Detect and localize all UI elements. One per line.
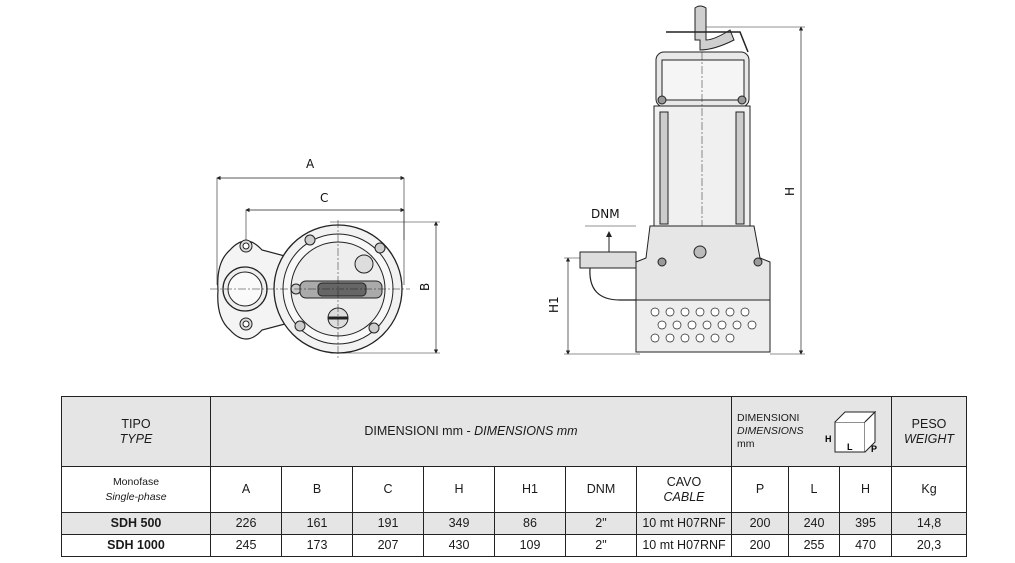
cell-cable: 10 mt H07RNF — [636, 534, 732, 557]
weight-label: PESO — [911, 416, 947, 431]
col-header-c: C — [352, 466, 424, 513]
box-icon-l: L — [847, 442, 853, 452]
cell-dnm: 2" — [565, 534, 637, 557]
cell-box-h: 395 — [838, 512, 893, 535]
technical-drawing: A C B DNM H1 H — [210, 5, 805, 358]
cell-weight: 14,8 — [891, 512, 968, 535]
cell-weight: 20,3 — [891, 534, 968, 557]
cell-p: 200 — [731, 534, 789, 557]
type-label-en: TYPE — [119, 431, 153, 446]
table-row: SDH 500 226 161 191 349 86 2" 10 mt H07R… — [61, 512, 968, 535]
dimensions-title: DIMENSIONI mm - — [364, 424, 475, 438]
cell-a: 226 — [210, 512, 282, 535]
cell-cable: 10 mt H07RNF — [636, 512, 732, 535]
cell-dnm: 2" — [565, 512, 637, 535]
phase-header: Monofase Single-phase — [61, 466, 211, 513]
col-header-h: H — [423, 466, 495, 513]
phase-label: Monofase — [112, 475, 160, 488]
dim-label-dnm: DNM — [591, 207, 620, 221]
col-header-box-h: H — [838, 466, 893, 513]
col-header-kg: Kg — [891, 466, 968, 513]
cell-c: 207 — [352, 534, 424, 557]
phase-label-en: Single-phase — [105, 490, 167, 503]
col-header-l: L — [788, 466, 840, 513]
cable-label: CAVO — [666, 474, 702, 489]
model-name: SDH 500 — [61, 512, 211, 535]
specifications-table: TIPO TYPE DIMENSIONI mm - DIMENSIONS mm … — [61, 396, 968, 557]
cell-p: 200 — [731, 512, 789, 535]
cell-box-h: 470 — [838, 534, 893, 557]
box-icon-p: P — [871, 444, 877, 454]
dim-label-h1: H1 — [547, 296, 561, 313]
box-unit: mm — [737, 438, 755, 450]
dim-label-c: C — [320, 191, 328, 205]
cell-b: 161 — [281, 512, 353, 535]
cell-h1: 109 — [494, 534, 566, 557]
col-header-a: A — [210, 466, 282, 513]
dim-label-a: A — [306, 157, 315, 171]
cable-label-en: CABLE — [663, 489, 705, 504]
dim-label-h: H — [783, 187, 797, 196]
type-label: TIPO — [121, 416, 151, 431]
table-subheader-row: Monofase Single-phase A B C H H1 DNM CAV… — [61, 466, 968, 513]
cell-h1: 86 — [494, 512, 566, 535]
top-view — [210, 175, 440, 358]
dimensions-header: DIMENSIONI mm - DIMENSIONS mm — [210, 396, 732, 467]
box-dimensions-header: DIMENSIONI DIMENSIONS mm H L P — [730, 396, 893, 467]
col-header-p: P — [731, 466, 789, 513]
type-header: TIPO TYPE — [61, 396, 211, 467]
dimensions-title-en: DIMENSIONS mm — [474, 424, 578, 438]
weight-header: PESO WEIGHT — [891, 396, 968, 467]
col-header-b: B — [281, 466, 353, 513]
side-view — [564, 5, 805, 355]
cell-a: 245 — [210, 534, 282, 557]
cell-h: 349 — [423, 512, 495, 535]
box-icon-h: H — [825, 434, 832, 444]
col-header-cable: CAVO CABLE — [636, 466, 732, 513]
table-header-row: TIPO TYPE DIMENSIONI mm - DIMENSIONS mm … — [61, 396, 968, 467]
box-title-en: DIMENSIONS — [737, 425, 804, 437]
box-title: DIMENSIONI — [737, 412, 800, 424]
cell-l: 240 — [788, 512, 840, 535]
box-icon: H L P — [825, 410, 877, 454]
weight-label-en: WEIGHT — [904, 431, 955, 446]
cell-l: 255 — [788, 534, 840, 557]
col-header-h1: H1 — [494, 466, 566, 513]
cell-h: 430 — [423, 534, 495, 557]
cell-c: 191 — [352, 512, 424, 535]
dim-label-b: B — [418, 283, 432, 291]
table-row: SDH 1000 245 173 207 430 109 2" 10 mt H0… — [61, 534, 968, 557]
model-name: SDH 1000 — [61, 534, 211, 557]
col-header-dnm: DNM — [565, 466, 637, 513]
cell-b: 173 — [281, 534, 353, 557]
